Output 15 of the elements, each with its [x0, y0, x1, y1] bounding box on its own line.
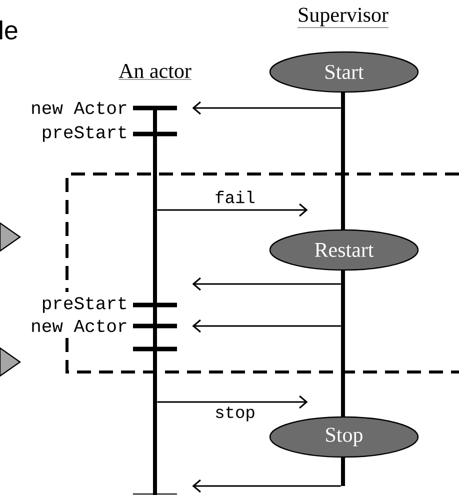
lifeline-heading: Supervisor — [297, 8, 389, 28]
edge-label: stop — [214, 406, 256, 422]
arrow — [157, 203, 308, 217]
arrow — [192, 101, 341, 115]
title-fragment: le — [0, 20, 18, 40]
lifeline-heading: An actor — [118, 64, 192, 80]
tick-label: preStart — [42, 126, 126, 142]
arrow — [192, 479, 341, 493]
tick-label: new Actor — [32, 102, 126, 114]
tick-label: new Actor — [32, 320, 126, 332]
arrow — [192, 277, 341, 291]
edge-label: fail — [214, 190, 256, 204]
tick-label: preStart — [42, 297, 126, 313]
arrow — [157, 395, 308, 409]
arrow — [192, 319, 341, 333]
